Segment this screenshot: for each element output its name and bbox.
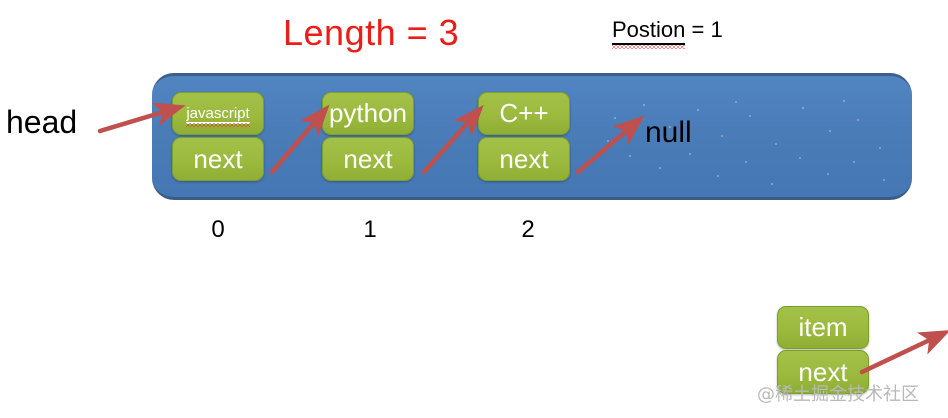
node-1-value-text: python [328, 98, 408, 128]
length-label: Length = 3 [283, 12, 460, 53]
node-0-next-text: next [193, 143, 243, 174]
detached-node-next-text: next [798, 356, 848, 387]
position-value: = 1 [685, 17, 723, 42]
node-1-next-box[interactable]: next [322, 137, 414, 181]
index-label-1: 1 [363, 216, 377, 243]
node-2-value-box[interactable]: C++ [478, 92, 570, 135]
node-2-next-text: next [499, 143, 549, 174]
position-label: Postion = 1 [612, 17, 723, 45]
detached-node-value-box[interactable]: item [777, 306, 869, 349]
index-label-0: 0 [211, 216, 225, 243]
node-0-value-text: javascript [186, 105, 250, 124]
node-2-next-box[interactable]: next [478, 137, 570, 181]
node-1-next-text: next [343, 143, 393, 174]
position-misspelled-word: Postion [612, 17, 686, 45]
head-label: head [6, 104, 78, 140]
node-1-value-box[interactable]: python [322, 92, 414, 135]
node-0-value-box[interactable]: javascript [172, 92, 264, 135]
detached-node-value-text: item [798, 312, 848, 342]
null-label: null [645, 116, 692, 149]
detached-node-next-box[interactable]: next [777, 350, 869, 394]
index-label-2: 2 [521, 216, 535, 243]
watermark: @稀土掘金技术社区 [757, 384, 919, 405]
node-0-next-box[interactable]: next [172, 137, 264, 181]
arrow-detached-out [859, 330, 948, 375]
node-2-value-text: C++ [499, 98, 549, 128]
node-0-value-misspelled: javascript [186, 105, 250, 124]
